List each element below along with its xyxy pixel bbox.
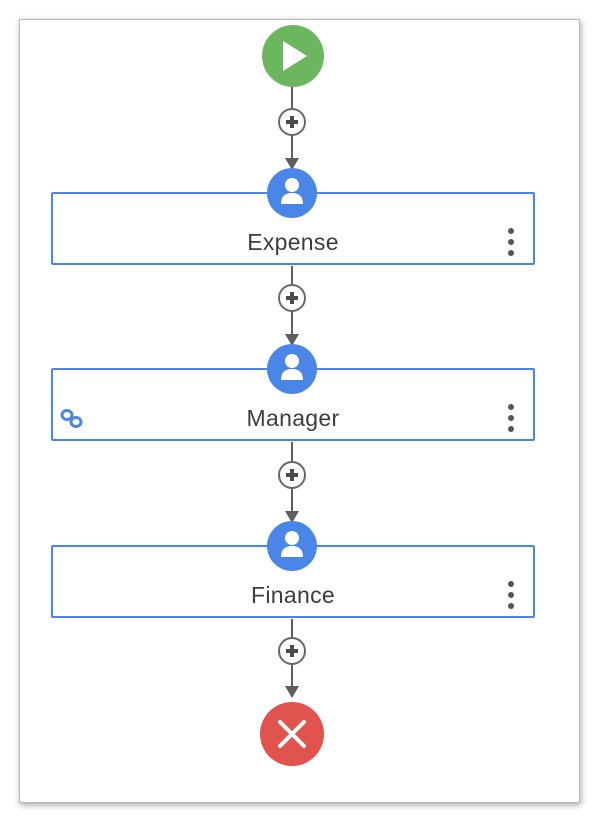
step-finance[interactable]: Finance <box>51 545 535 618</box>
arrow-down-icon <box>285 511 299 523</box>
step-label: Expense <box>247 229 339 255</box>
more-options-icon[interactable] <box>505 228 517 256</box>
plus-icon <box>278 461 306 489</box>
play-icon <box>283 41 307 71</box>
step-expense[interactable]: Expense <box>51 192 535 265</box>
arrow-down-icon <box>285 334 299 346</box>
step-label: Manager <box>246 405 340 431</box>
start-node[interactable] <box>262 25 324 87</box>
arrow-down-icon <box>285 686 299 698</box>
plus-icon <box>278 284 306 312</box>
arrow-down-icon <box>285 158 299 170</box>
plus-icon <box>278 637 306 665</box>
plus-icon <box>278 108 306 136</box>
close-icon <box>278 720 306 748</box>
link-icon[interactable] <box>59 408 85 430</box>
more-options-icon[interactable] <box>505 404 517 432</box>
more-options-icon[interactable] <box>505 581 517 609</box>
step-label: Finance <box>251 582 335 608</box>
end-node[interactable] <box>260 702 324 766</box>
step-manager[interactable]: Manager <box>51 368 535 441</box>
